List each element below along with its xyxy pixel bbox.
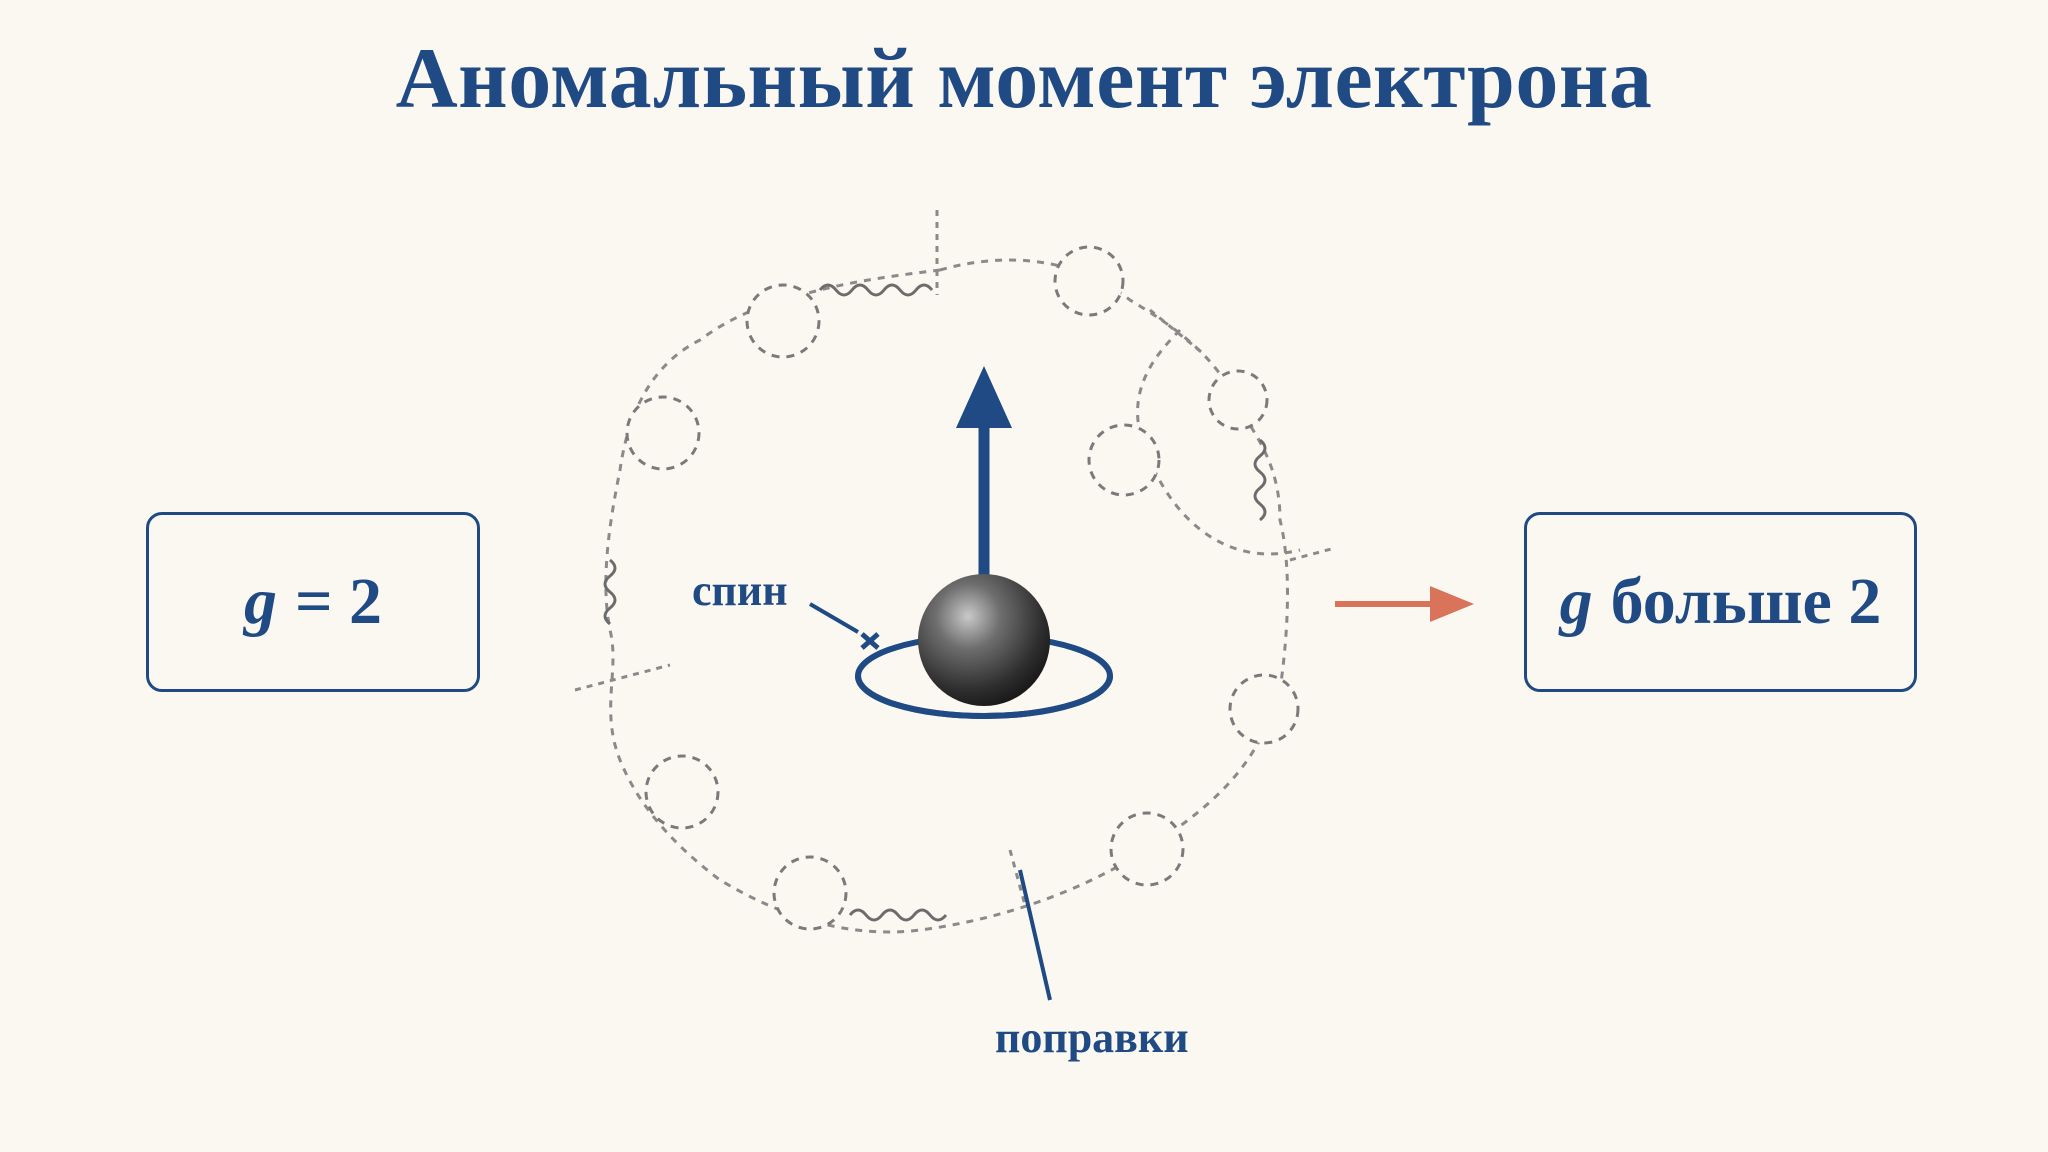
electron-sphere: [918, 574, 1050, 706]
corrections-label: поправки: [995, 1013, 1189, 1062]
spin-orbit-front: [855, 675, 1113, 719]
spin-direction-marker: [860, 632, 880, 650]
spin-arrow-head: [956, 366, 1012, 428]
wavy-segments: [603, 283, 1267, 922]
g-symbol: g: [243, 565, 277, 638]
g-relation: больше 2: [1610, 565, 1882, 638]
g-relation: = 2: [294, 565, 383, 638]
spin-label: спин: [692, 566, 788, 615]
result-arrow-head: [1430, 586, 1474, 622]
g-equals-2-box: g = 2: [146, 512, 480, 692]
spin-pointer: [808, 602, 860, 634]
corrections-pointer: [1018, 869, 1052, 1001]
virtual-particle-circles: [625, 245, 1300, 931]
page-title: Аномальный момент электрона: [395, 30, 1653, 126]
g-greater-2-box: g больше 2: [1524, 512, 1917, 692]
cross-ticks: [574, 210, 1336, 906]
g-symbol: g: [1559, 565, 1593, 638]
